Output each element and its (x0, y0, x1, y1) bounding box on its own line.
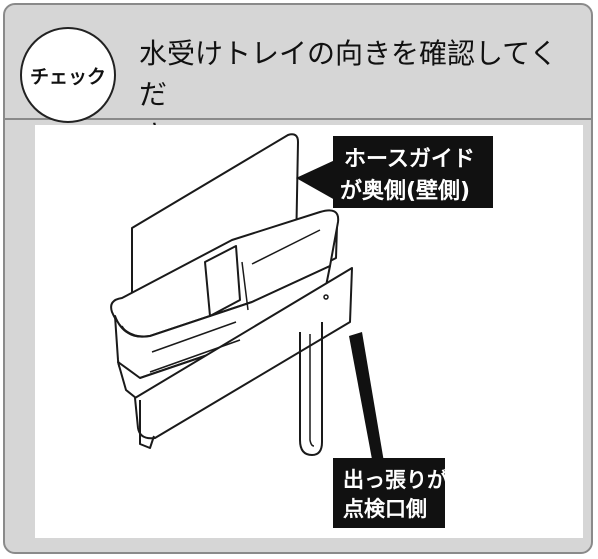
hose-loop (299, 322, 323, 456)
check-badge: チェック (20, 27, 116, 123)
callout-hose-guide: ホースガイド が奥側(壁側) (296, 136, 493, 208)
callout-bottom-line-1: 出っ張りが (343, 468, 448, 492)
tray-divider (204, 245, 241, 317)
callout-top-line-2: が奥側(壁側) (340, 178, 470, 204)
instruction-line-1: 水受けトレイの向きを確認してくだ (139, 37, 558, 111)
callout-protrusion: 出っ張りが 点検口側 (333, 332, 448, 528)
callout-bottom-line-2: 点検口側 (343, 497, 427, 521)
callout-top-line-1: ホースガイド (344, 147, 475, 172)
inspection-plate (134, 267, 353, 440)
